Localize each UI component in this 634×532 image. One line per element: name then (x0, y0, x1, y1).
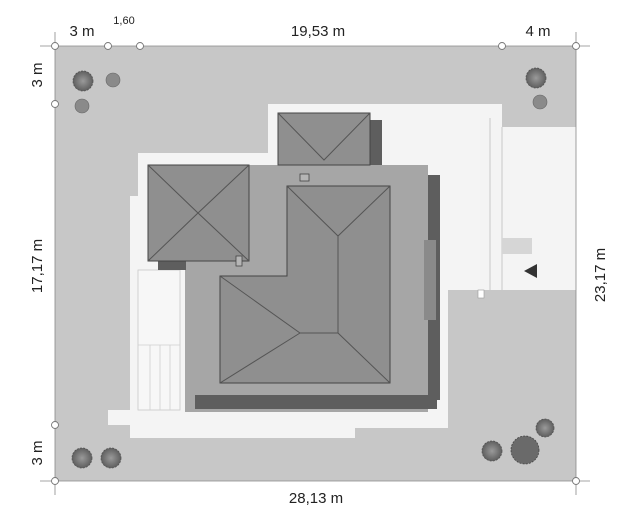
dim-bottom-total: 28,13 m (289, 490, 343, 507)
tree-icon (525, 67, 547, 89)
survey-point-icon (498, 42, 506, 50)
survey-point-icon (572, 42, 580, 50)
post (477, 289, 485, 299)
roof-top (277, 112, 371, 166)
roof-main (219, 185, 391, 384)
dim-left-top: 3 m (29, 62, 46, 87)
dim-left-bottom: 3 m (29, 440, 46, 465)
survey-point-icon (51, 477, 59, 485)
survey-point-icon (51, 421, 59, 429)
tree-icon (510, 435, 540, 465)
tree-icon (72, 70, 94, 92)
tree-icon (535, 418, 555, 438)
survey-point-icon (136, 42, 144, 50)
chimney (299, 173, 310, 182)
survey-point-icon (51, 42, 59, 50)
roof-front-left (147, 164, 250, 262)
tree-icon (481, 440, 503, 462)
tree-icon (74, 98, 90, 114)
tree-icon (532, 94, 548, 110)
tree-icon (100, 447, 122, 469)
side-wing (424, 240, 436, 320)
tree-icon (71, 447, 93, 469)
dim-top-main: 19,53 m (291, 23, 345, 40)
survey-point-icon (572, 477, 580, 485)
dim-left-main: 17,17 m (29, 239, 46, 293)
survey-point-icon (51, 100, 59, 108)
gate-block (502, 238, 532, 254)
tree-icon (105, 72, 121, 88)
terrace (137, 269, 181, 411)
chimney (235, 255, 243, 267)
dim-right-total: 23,17 m (592, 248, 609, 302)
survey-points (51, 42, 580, 485)
entrance-arrow-icon (524, 264, 537, 278)
trees (71, 67, 555, 469)
dim-top-right: 4 m (525, 23, 550, 40)
survey-point-icon (104, 42, 112, 50)
dim-top-left: 3 m (69, 23, 94, 40)
dim-top-small: 1,60 (113, 15, 134, 27)
steps (138, 344, 180, 410)
